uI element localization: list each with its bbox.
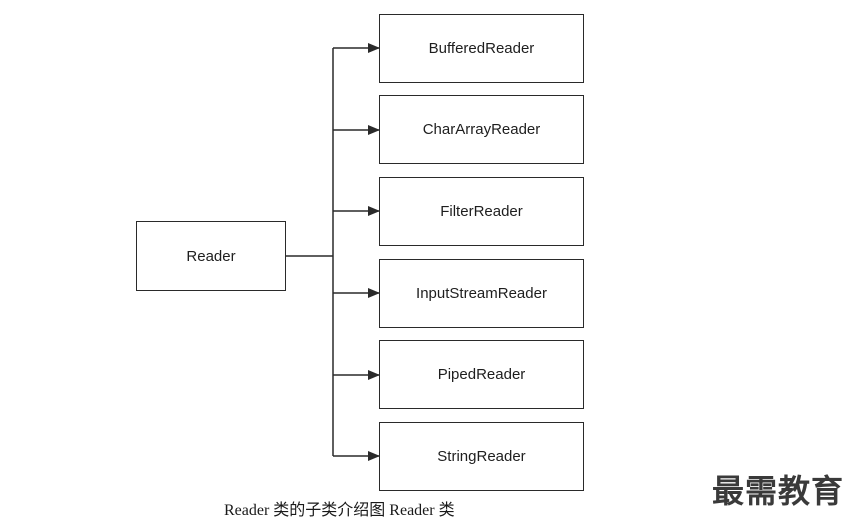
node-reader: Reader [136, 221, 286, 291]
watermark-logo: 最需教育 [712, 472, 845, 510]
node-chararrayreader: CharArrayReader [379, 95, 584, 164]
node-stringreader: StringReader [379, 422, 584, 491]
node-bufferedreader: BufferedReader [379, 14, 584, 83]
node-label: InputStreamReader [416, 285, 547, 302]
node-label: CharArrayReader [422, 121, 541, 138]
node-label: StringReader [437, 448, 526, 465]
node-label: PipedReader [437, 366, 526, 383]
node-label: FilterReader [440, 203, 523, 220]
figure-caption: Reader 类的子类介绍图 Reader 类 [224, 502, 455, 519]
node-inputstreamreader: InputStreamReader [379, 259, 584, 328]
node-pipedreader: PipedReader [379, 340, 584, 409]
node-label: Reader [186, 247, 236, 265]
node-filterreader: FilterReader [379, 177, 584, 246]
node-label: BufferedReader [428, 40, 535, 57]
